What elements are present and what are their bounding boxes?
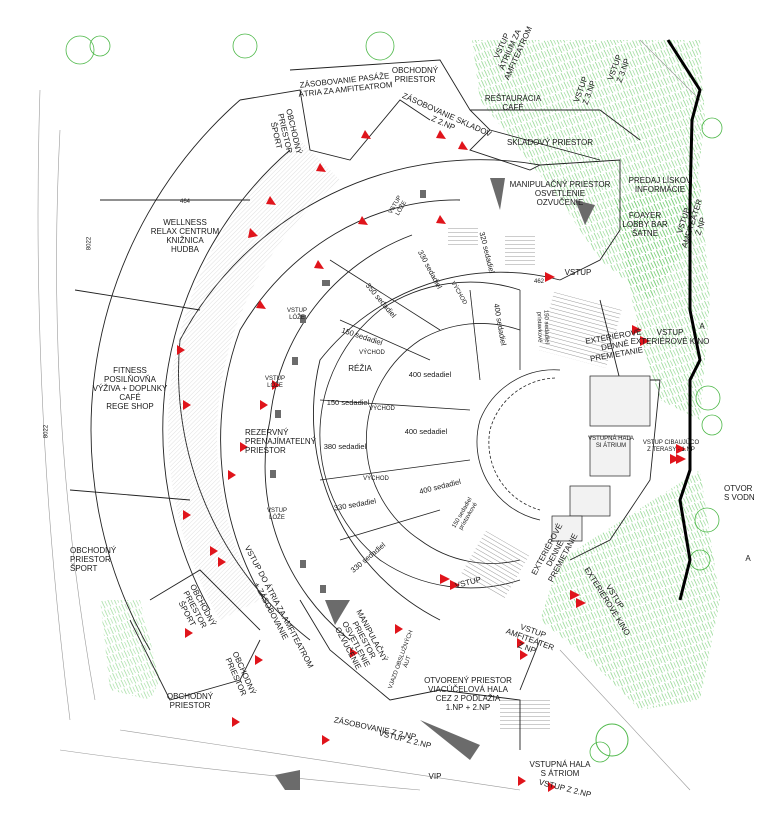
stair-bands	[448, 225, 622, 730]
partitions	[69, 59, 661, 750]
auditorium	[319, 259, 561, 589]
label-vychod-2: VÝCHOD	[359, 350, 385, 356]
entry-arrows	[177, 130, 686, 792]
label-vstupna-hala-small: VSTUPNÁ HALA SI ÁTRIUM	[588, 436, 634, 449]
site-boundary	[666, 39, 702, 601]
label-seats-400-c: 400 sedadiel	[404, 427, 448, 436]
label-manipulacny-osvetlenie: MANIPULAČNÝ PRIESTOR OSVETLENIE OZVUČENI…	[509, 180, 611, 207]
label-vychod-4: VÝCHOD	[363, 476, 389, 482]
label-foayer: FOAYER LOBBY BAR ŠATNE	[622, 211, 668, 238]
label-seats-150-mid: 150 sedadiel	[326, 398, 370, 407]
label-restauracia: REŠTAURÁCIA CAFÉ	[484, 94, 542, 112]
label-num-8022-left: 8022	[43, 424, 50, 439]
label-seats-150-prist-top: 150 sedadiel prístavkové	[535, 309, 550, 344]
label-otvoreny: OTVORENÝ PRIESTOR VIACÚČELOVÁ HALA CEZ 2…	[424, 676, 512, 712]
label-obchodny-sw: OBCHODNÝ PRIESTOR	[166, 692, 214, 710]
label-seats-400-b: 400 sedadiel	[408, 370, 452, 379]
label-seats-380: 380 sedadiel	[323, 442, 367, 451]
label-num-464: 464	[179, 199, 190, 205]
label-vstup-cibo-small: VSTUP CIBAUJÚCO Z TERASY - 1.NP	[642, 440, 700, 453]
label-vychod-3: VÝCHOD	[369, 406, 395, 412]
label-obchodny-sport-2: OBCHODNÝ PRIESTOR ŠPORT	[70, 546, 117, 573]
label-vstupna-hala: VSTUPNÁ HALA S ÁTRIOM	[529, 760, 591, 778]
grey-service-shapes	[270, 178, 595, 790]
label-predaj-listkov: PREDAJ LÍSKOV INFORMÁCIE	[628, 176, 692, 194]
site-lines	[37, 39, 701, 791]
label-vip: VIP	[428, 772, 442, 781]
label-rezia: RÉŽIA	[348, 364, 372, 373]
label-letter-a-1: A	[699, 322, 705, 331]
label-skladovy: SKLADOVÝ PRIESTOR	[506, 138, 594, 147]
label-fitness: FITNESS POSILŇOVŇA VÝŽIVA + DOPLNKY CAFÉ…	[92, 366, 168, 411]
label-rezervny: REZERVNÝ PRENAJÍMATEĽNÝ PRIESTOR	[245, 428, 316, 455]
label-vstup-loze-2: VSTUP LÓŽE	[286, 308, 307, 321]
label-num-462: 462	[533, 279, 544, 285]
label-vstup-east: VSTUP	[564, 268, 592, 277]
label-obchodny-top: OBCHODNÝ PRIESTOR	[391, 66, 439, 84]
label-letter-a-2: A	[745, 554, 751, 563]
label-vstup-loze-3: VSTUP LÓŽE	[264, 376, 285, 389]
service-rooms	[551, 375, 651, 542]
label-otvor: OTVOR S VODN	[724, 484, 755, 502]
circulation-ring	[167, 140, 340, 620]
label-num-8022-top: 8022	[86, 236, 93, 251]
label-vstup-ext-kino-top: VSTUP EXTERIÉROVÉ KINO	[630, 328, 710, 346]
label-wellness: WELLNESS RELAX CENTRUM KNIŽNICA HUDBA	[150, 218, 220, 254]
vegetation-areas	[65, 31, 723, 763]
label-vstup-loze-4: VSTUP LÓŽE	[266, 508, 287, 521]
